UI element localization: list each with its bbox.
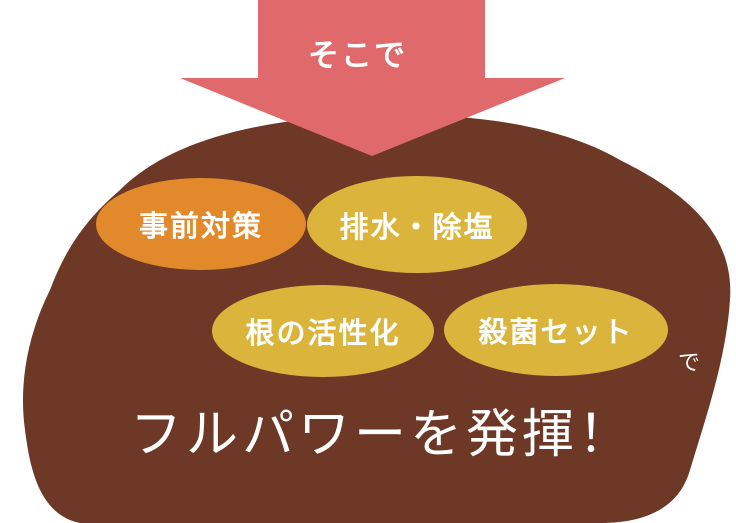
down-arrow (180, 0, 565, 156)
item-pill-drainage: 排水・除塩 (307, 176, 527, 273)
item-pill-root-activation: 根の活性化 (212, 285, 434, 377)
item-pill-sterilization-set: 殺菌セット (444, 284, 668, 376)
item-pill-prevention: 事前対策 (96, 178, 306, 270)
headline: フルパワーを発揮！ (130, 405, 635, 465)
connector-text: で (678, 351, 701, 376)
arrow-label: そこで (308, 38, 407, 74)
